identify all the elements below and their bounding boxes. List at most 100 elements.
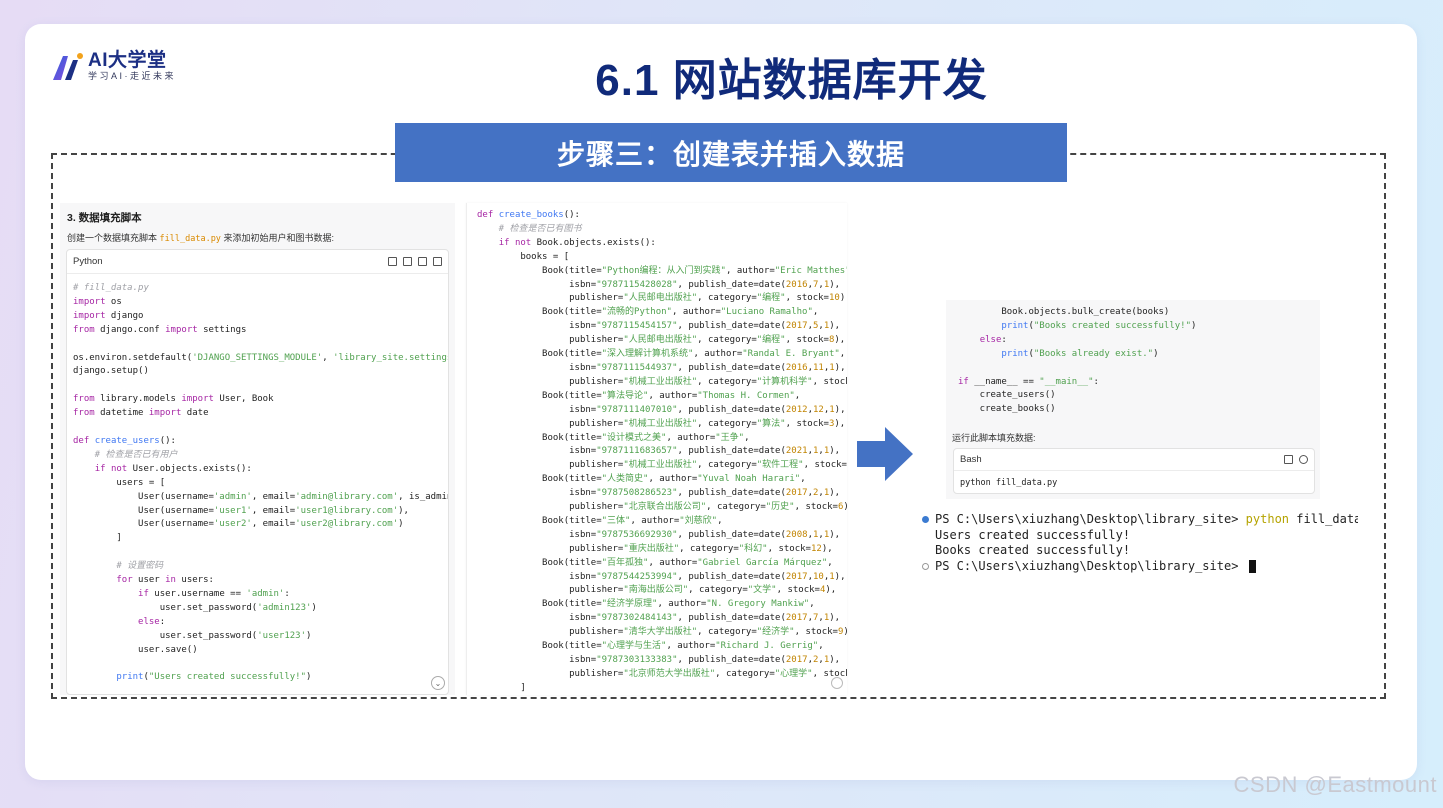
slide-title: 6.1 网站数据库开发: [595, 56, 988, 105]
code-line: from library.models import User, Book: [73, 394, 274, 405]
code-line: create_books(): [958, 404, 1056, 415]
step-banner: 步骤三：创建表并插入数据: [395, 123, 1067, 182]
terminal-output: PS C:\Users\xiuzhang\Desktop\library_sit…: [918, 512, 1358, 588]
copy-icon[interactable]: [1284, 455, 1293, 464]
code-line: Book(title="算法导论", author="Thomas H. Cor…: [477, 390, 801, 401]
code-line: user.set_password('admin123'): [73, 602, 317, 613]
code-line: User(username='user1', email='user1@libr…: [73, 505, 409, 516]
code-line: isbn="9787111544937", publish_date=date(…: [477, 362, 846, 373]
terminal-line: PS C:\Users\xiuzhang\Desktop\library_sit…: [918, 512, 1358, 528]
terminal-line: Books created successfully!: [918, 543, 1358, 559]
collapse-icon[interactable]: [418, 257, 427, 266]
code-line: Book(title="经济学原理", author="N. Gregory M…: [477, 599, 815, 610]
terminal-prompt: PS C:\Users\xiuzhang\Desktop\library_sit…: [935, 558, 1246, 573]
bash-code-block: Bash python fill_data.py: [953, 448, 1315, 494]
code-line: # 设置密码: [73, 561, 164, 572]
code-line: import os: [73, 296, 122, 307]
logo-name: AI大学堂: [88, 49, 167, 71]
code-line: Book(title="流畅的Python", author="Luciano …: [477, 307, 819, 318]
code-line: # 检查是否已有图书: [477, 223, 582, 234]
terminal-command: python: [1245, 512, 1290, 526]
code-line: publisher="人民邮电出版社", category="编程", stoc…: [477, 293, 847, 304]
run-icon[interactable]: [1299, 455, 1308, 464]
code-line: publisher="北京师范大学出版社", category="心理学", s…: [477, 668, 847, 679]
code-line: Book(title="人类简史", author="Yuval Noah Ha…: [477, 474, 806, 485]
code-line: def create_users():: [73, 435, 176, 446]
code-line: [73, 338, 448, 352]
watermark: CSDN @Eastmount: [1233, 772, 1437, 797]
code-line: if not User.objects.exists():: [94, 463, 252, 474]
code-line: os.environ.setdefault('DJANGO_SETTINGS_M…: [73, 352, 449, 363]
code-line: [958, 362, 1196, 376]
code-line: Book(title="心理学与生活", author="Richard J. …: [477, 641, 824, 652]
code-line: isbn="9787115454157", publish_date=date(…: [477, 321, 841, 332]
code-line: books = [: [477, 251, 570, 262]
run-instruction: 运行此脚本填充数据:: [952, 433, 1036, 443]
code-line: create_users(): [958, 390, 1056, 401]
code-line: import django: [73, 310, 144, 321]
status-dot-icon: [922, 516, 929, 524]
code-line: publisher="机械工业出版社", category="软件工程", st…: [477, 460, 847, 471]
code-line: print("Books created successfully!"): [1001, 320, 1197, 331]
code-line: isbn="9787508286523", publish_date=date(…: [477, 488, 841, 499]
bash-command: python fill_data.py: [960, 478, 1058, 488]
code-line: if __name__ == "__main__":: [958, 376, 1099, 387]
code-line: user.save(): [73, 644, 198, 655]
desc-filename: fill_data.py: [159, 234, 221, 244]
terminal-line: Users created successfully!: [918, 528, 1358, 544]
code-language-label: Python: [73, 256, 103, 267]
arrow-right-icon: [857, 427, 913, 481]
code-line: else:: [979, 334, 1007, 345]
code-line: publisher="北京联合出版公司", category="历史", sto…: [477, 502, 847, 513]
desc-suffix: 来添加初始用户和图书数据:: [220, 233, 334, 243]
logo: AI大学堂 学习AI·走近未来: [51, 50, 176, 82]
wrap-icon[interactable]: [403, 257, 412, 266]
code-line: if user.username == 'admin':: [138, 588, 290, 599]
code-line: Book(title="三体", author="刘慈欣",: [477, 515, 723, 526]
create-books-code: def create_books(): # 检查是否已有图书 if not Bo…: [477, 209, 847, 695]
code-line: from datetime import date: [73, 408, 209, 419]
code-line: print("Users created successfully!"): [116, 672, 312, 683]
chevron-down-icon[interactable]: ⌄: [431, 676, 445, 690]
code-line: django.setup(): [73, 366, 149, 377]
code-line: isbn="9787111683657", publish_date=date(…: [477, 446, 841, 457]
terminal-output-text: Users created successfully!: [935, 527, 1131, 542]
code-line: User(username='user2', email='user2@libr…: [73, 519, 404, 530]
code-line: Book(title="设计模式之美", author="王争",: [477, 432, 750, 443]
copy-icon[interactable]: [388, 257, 397, 266]
code-line: isbn="9787115428028", publish_date=date(…: [477, 279, 841, 290]
middle-screenshot-panel: def create_books(): # 检查是否已有图书 if not Bo…: [466, 203, 847, 695]
code-line: Book(title="百年孤独", author="Gabriel Garcí…: [477, 557, 833, 568]
code-line: Book(title="深入理解计算机系统", author="Randal E…: [477, 349, 846, 360]
terminal-cursor[interactable]: [1248, 559, 1256, 573]
code-line: publisher="南海出版公司", category="文学", stock…: [477, 585, 837, 596]
logo-mark-icon: [53, 53, 83, 80]
code-line: isbn="9787303133383", publish_date=date(…: [477, 655, 841, 665]
code-line: ]: [477, 682, 526, 693]
code-line: [73, 379, 448, 393]
code-line: publisher="机械工业出版社", category="计算机科学", s…: [477, 376, 847, 387]
section-heading: 3. 数据填充脚本: [67, 212, 142, 224]
code-line: # 检查是否已有用户: [73, 449, 178, 460]
section-description: 创建一个数据填充脚本 fill_data.py 来添加初始用户和图书数据:: [67, 231, 334, 244]
code-line: publisher="人民邮电出版社", category="编程", stoc…: [477, 335, 846, 346]
code-line: user.set_password('user123'): [73, 630, 312, 641]
status-dot-icon: [922, 562, 929, 570]
code-line: # fill_data.py: [73, 283, 149, 293]
code-line: [73, 657, 448, 671]
code-line: print("Books already exist."): [1001, 348, 1159, 359]
expand-icon[interactable]: [433, 257, 442, 266]
code-line: publisher="清华大学出版社", category="经济学", sto…: [477, 627, 847, 638]
right-screenshot-panel: Book.objects.bulk_create(books) print("B…: [946, 300, 1320, 499]
code-line: Book.objects.bulk_create(books): [958, 307, 1170, 317]
terminal-line[interactable]: PS C:\Users\xiuzhang\Desktop\library_sit…: [918, 559, 1358, 575]
code-line: User(username='admin', email='admin@libr…: [73, 491, 448, 502]
logo-slogan: 学习AI·走近未来: [88, 70, 177, 81]
code-line: users = [: [73, 477, 166, 488]
code-line: def create_books():: [477, 210, 580, 220]
code-line: from django.conf import settings: [73, 324, 247, 335]
main-code: Book.objects.bulk_create(books) print("B…: [958, 306, 1196, 417]
code-block-header: Python: [67, 250, 448, 274]
scroll-down-icon[interactable]: [831, 677, 843, 689]
